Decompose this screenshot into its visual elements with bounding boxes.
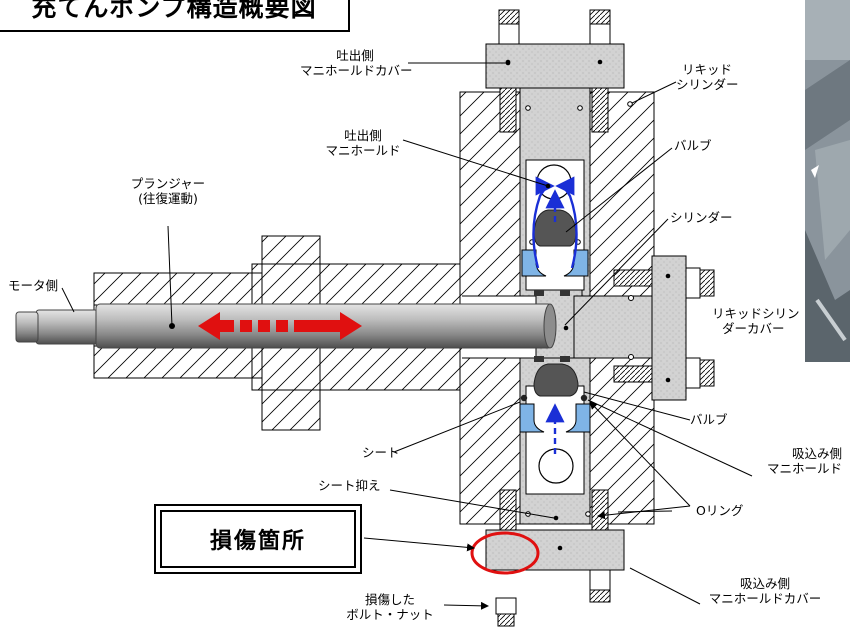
label-plunger-line2: (往復運動) [138, 191, 198, 206]
damage-location-inner: 損傷箇所 [160, 510, 356, 568]
liquid-cylinder-cover [613, 255, 715, 401]
label-plunger-line1: プランジャー [130, 176, 206, 191]
diagram-title: 充てんポンプ構造概要図 [31, 0, 317, 22]
label-discharge-cover-line1: 吐出側 [336, 48, 374, 63]
label-damaged-bolt-line2: ボルト・ナット [346, 607, 434, 622]
label-seat: シート [362, 445, 400, 460]
label-liquid-cylinder-line2: シリンダー [676, 77, 739, 92]
lower-valve-assembly [519, 363, 591, 484]
label-discharge-cover: 吐出側 マニホールドカバー [300, 48, 413, 78]
label-o-ring: Oリング [696, 503, 744, 518]
label-suction-manifold-line2: マニホールド [766, 461, 842, 476]
label-valve-lower: バルブ [690, 412, 728, 427]
label-damaged-bolt-line1: 損傷した [364, 592, 415, 607]
damage-location-label: 損傷箇所 [209, 529, 306, 554]
leader-lines [61, 60, 753, 610]
label-liquid-cylinder-line1: リキッド [682, 62, 733, 77]
o-ring-leaders [589, 401, 691, 520]
label-liquid-cylinder: リキッド シリンダー [676, 62, 739, 92]
pump-photo-fragment [805, 0, 850, 362]
label-suction-cover: 吸込み側 マニホールドカバー [700, 576, 830, 606]
diagram-title-box: 充てんポンプ構造概要図 [0, 0, 350, 32]
label-damaged-bolt: 損傷した ボルト・ナット [340, 592, 440, 622]
discharge-manifold-cover [485, 9, 625, 245]
label-suction-manifold-line1: 吸込み側 [791, 446, 842, 461]
damaged-bolt [495, 597, 517, 627]
label-motor-side: モータ側 [8, 278, 59, 293]
label-suction-cover-line2: マニホールドカバー [708, 591, 822, 606]
motor-housing [93, 235, 463, 431]
label-liquid-cylinder-cover-line1: リキッドシリン [712, 306, 800, 321]
label-suction-manifold: 吸込み側 マニホールド [752, 446, 842, 476]
photo-image [805, 0, 850, 362]
label-discharge-manifold-line1: 吐出側 [344, 128, 382, 143]
damage-circle [470, 531, 540, 575]
label-liquid-cylinder-cover: リキッドシリン ダーカバー [712, 306, 800, 336]
damage-location-box: 損傷箇所 [154, 504, 362, 574]
label-valve-upper: バルブ [674, 138, 712, 153]
label-discharge-cover-line2: マニホールドカバー [300, 63, 413, 78]
plunger-rod [15, 303, 569, 349]
plunger-motion-arrow [198, 312, 362, 340]
label-suction-cover-line1: 吸込み側 [739, 576, 790, 591]
label-discharge-manifold-line2: マニホールド [325, 143, 401, 158]
label-discharge-manifold: 吐出側 マニホールド [318, 128, 408, 158]
label-liquid-cylinder-cover-line2: ダーカバー [722, 321, 785, 336]
label-plunger: プランジャー (往復運動) [116, 176, 220, 206]
label-seat-holder: シート抑え [318, 478, 381, 493]
label-cylinder: シリンダー [670, 210, 733, 225]
